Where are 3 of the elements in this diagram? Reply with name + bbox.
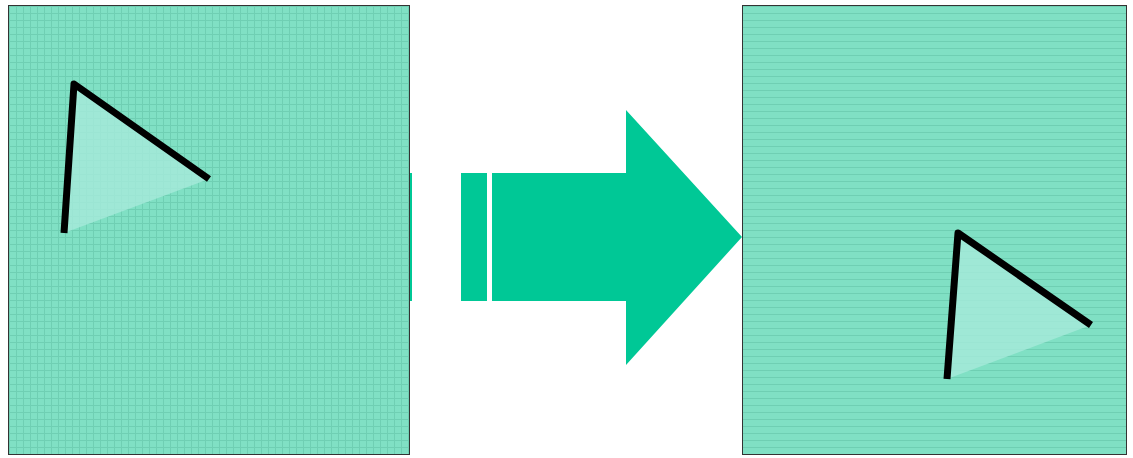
block-arrow — [410, 110, 742, 365]
grid-panel — [742, 5, 1127, 455]
grid-panel — [8, 5, 410, 455]
